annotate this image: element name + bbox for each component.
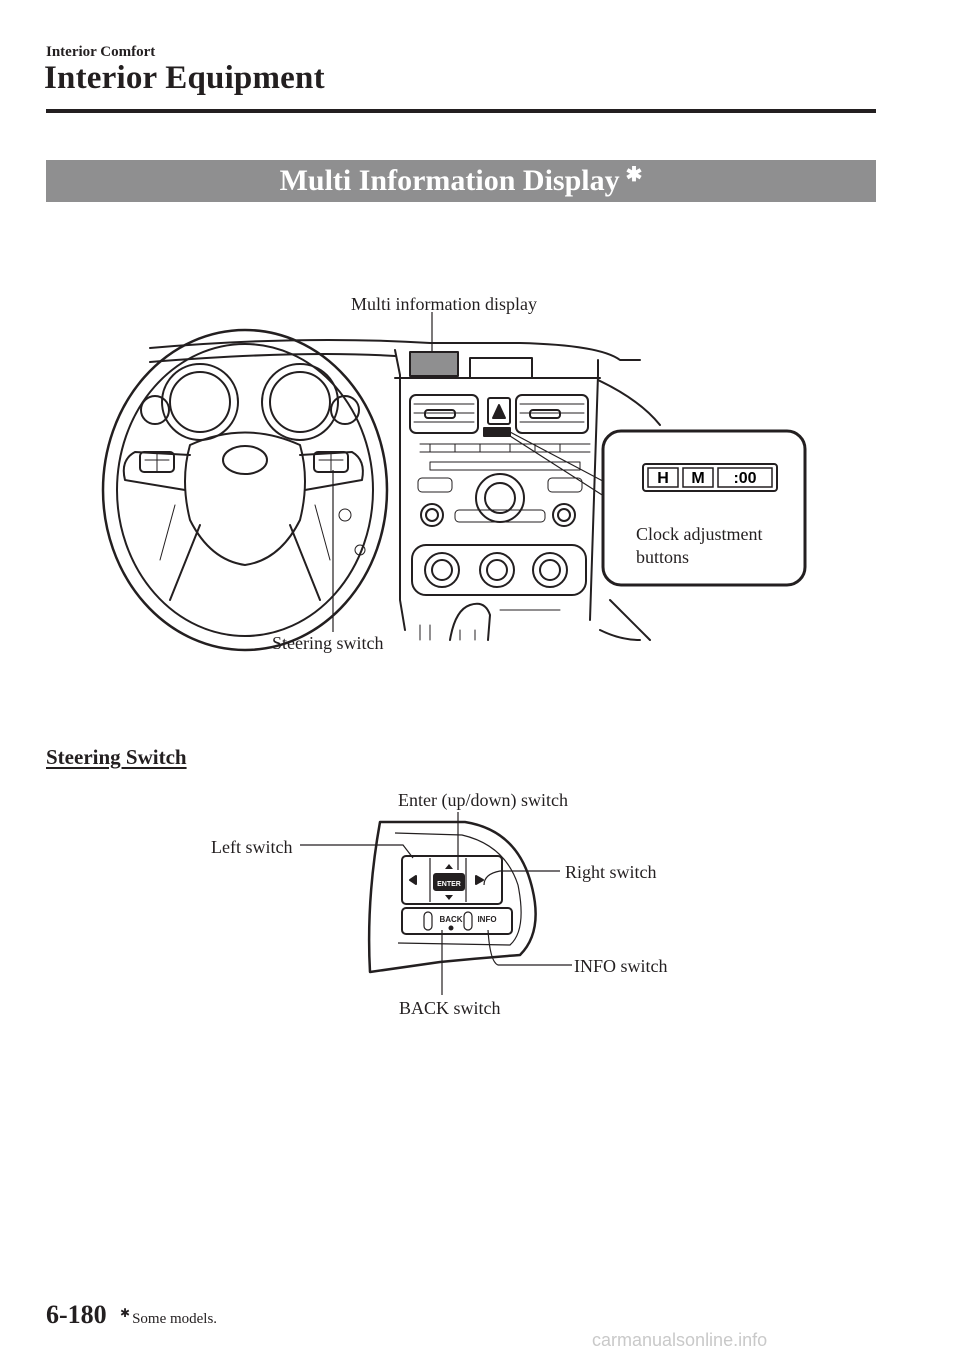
label-back-switch: BACK switch — [399, 998, 501, 1018]
watermark: carmanualsonline.info — [592, 1330, 768, 1350]
label-clock-adjustment: Clock adjustment — [636, 524, 763, 544]
header-rule — [46, 109, 876, 113]
label-multi-info-display: Multi information display — [351, 294, 537, 314]
chapter-title: Interior Equipment — [44, 60, 325, 96]
some-models-star-icon: ✱ — [625, 163, 643, 186]
label-steering-switch: Steering switch — [272, 633, 384, 653]
clock-button-00 — [717, 467, 773, 488]
label-info-switch: INFO switch — [574, 956, 668, 976]
footnote-star-icon: ✱ — [120, 1306, 131, 1320]
label-left-switch: Left switch — [211, 837, 293, 857]
clock-button-m-label: M — [691, 470, 704, 487]
footnote: ✱Some models. — [120, 1306, 218, 1328]
label-enter-switch: Enter (up/down) switch — [398, 790, 568, 810]
info-button-label: INFO — [477, 915, 496, 924]
section-banner: Multi Information Display ✱ — [46, 160, 876, 202]
clock-button-h — [647, 467, 679, 488]
label-right-switch: Right switch — [565, 862, 657, 882]
clock-button-00-label: :00 — [733, 470, 756, 487]
label-clock-adjustment-2: buttons — [636, 547, 690, 567]
clock-button-h-label: H — [657, 470, 669, 487]
dashboard-illustration: H M :00 — [101, 312, 807, 652]
footnote-text: Some models. — [132, 1311, 218, 1327]
page-number: 6-180 — [46, 1300, 107, 1329]
back-button-label: BACK — [439, 915, 462, 924]
clock-adjust-buttons: H M :00 — [642, 463, 778, 492]
section-label: Interior Comfort — [46, 44, 156, 60]
steering-switch-illustration: ENTER BACK INFO — [300, 812, 572, 995]
subheading-steering-switch: Steering Switch — [46, 745, 187, 769]
enter-button-label: ENTER — [437, 881, 461, 888]
clock-button-m — [682, 467, 714, 488]
banner-title: Multi Information Display — [279, 164, 620, 197]
